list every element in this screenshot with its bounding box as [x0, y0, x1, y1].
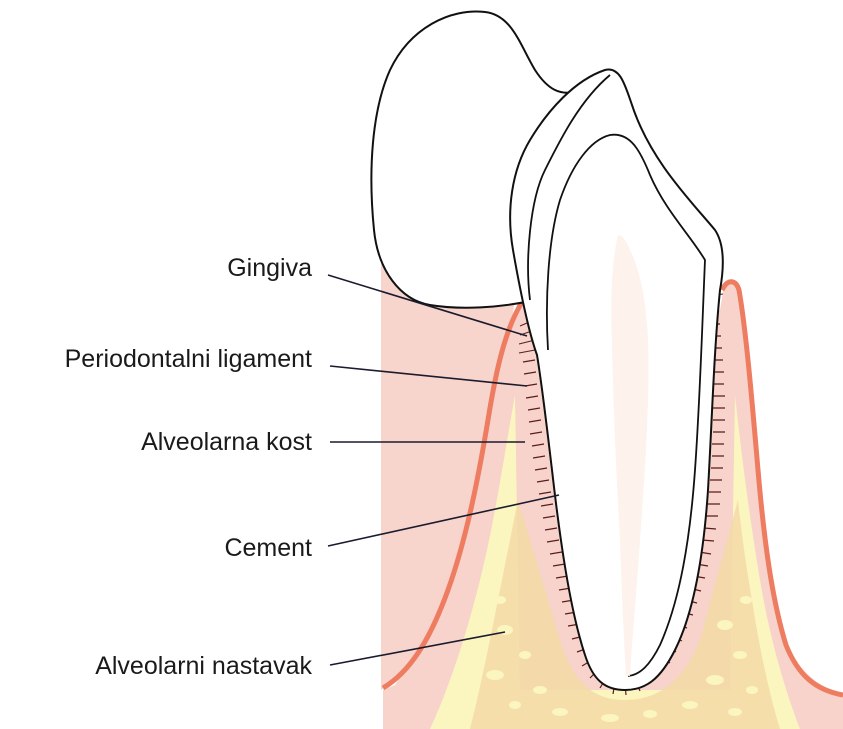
- label-alveolar-process: Alveolarni nastavak: [95, 652, 312, 680]
- label-gingiva: Gingiva: [227, 254, 312, 282]
- label-periodontal-ligament: Periodontalni ligament: [65, 345, 312, 373]
- label-cement: Cement: [224, 534, 312, 562]
- label-alveolar-bone: Alveolarna kost: [141, 428, 312, 456]
